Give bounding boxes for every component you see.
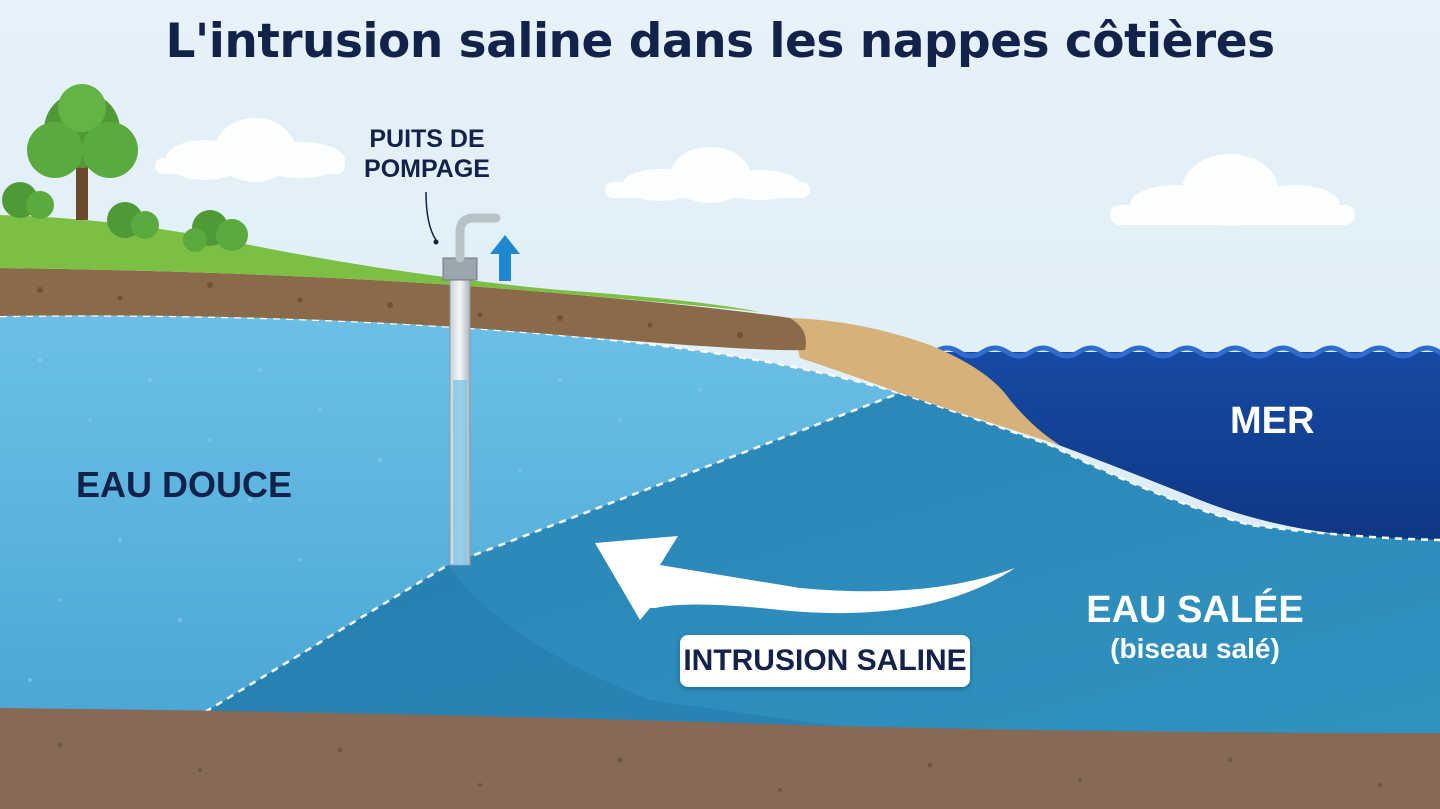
sea-waves (933, 345, 1440, 359)
sea-label: MER (1230, 400, 1315, 442)
water-texture (28, 358, 762, 682)
well-pipe-icon (442, 213, 501, 566)
up-arrow-icon (490, 235, 520, 281)
fresh-salt-interface (204, 391, 901, 714)
bedrock-texture (57, 742, 1382, 792)
bush-icon (2, 182, 54, 219)
fresh-water-label: EAU DOUCE (76, 464, 293, 505)
sea-body (930, 352, 1440, 540)
salt-water-label: EAU SALÉE (biseau salé) (1060, 588, 1330, 666)
salt-wedge-shade (205, 565, 900, 735)
bush-icon (183, 210, 248, 252)
soil-layer (0, 268, 806, 351)
well-label: PUITS DE POMPAGE (352, 124, 502, 184)
well-label-line1: PUITS DE (369, 125, 485, 153)
bedrock-layer (0, 708, 1440, 809)
tree-icon (27, 84, 138, 220)
bush-icon (107, 202, 159, 239)
cloud-icon (155, 118, 345, 182)
sea-floor-interface (899, 391, 1440, 542)
intrusion-label-box: INTRUSION SALINE (680, 635, 970, 687)
water-table-line (0, 314, 901, 395)
page-title: L'intrusion saline dans les nappes côtiè… (165, 14, 1275, 69)
salt-wedge-subtitle: (biseau salé) (1110, 633, 1280, 664)
salt-water-title: EAU SALÉE (1086, 589, 1304, 631)
intrusion-arrow-icon (595, 536, 1015, 620)
salt-water-body (205, 393, 1440, 735)
well-label-pointer (425, 191, 437, 241)
cloud-icon (605, 147, 810, 203)
cloud-icon (1110, 154, 1355, 226)
soil-texture (37, 282, 743, 338)
well-label-line2: POMPAGE (364, 155, 490, 183)
intrusion-label: INTRUSION SALINE (683, 644, 967, 677)
sand-beach (790, 318, 1060, 445)
